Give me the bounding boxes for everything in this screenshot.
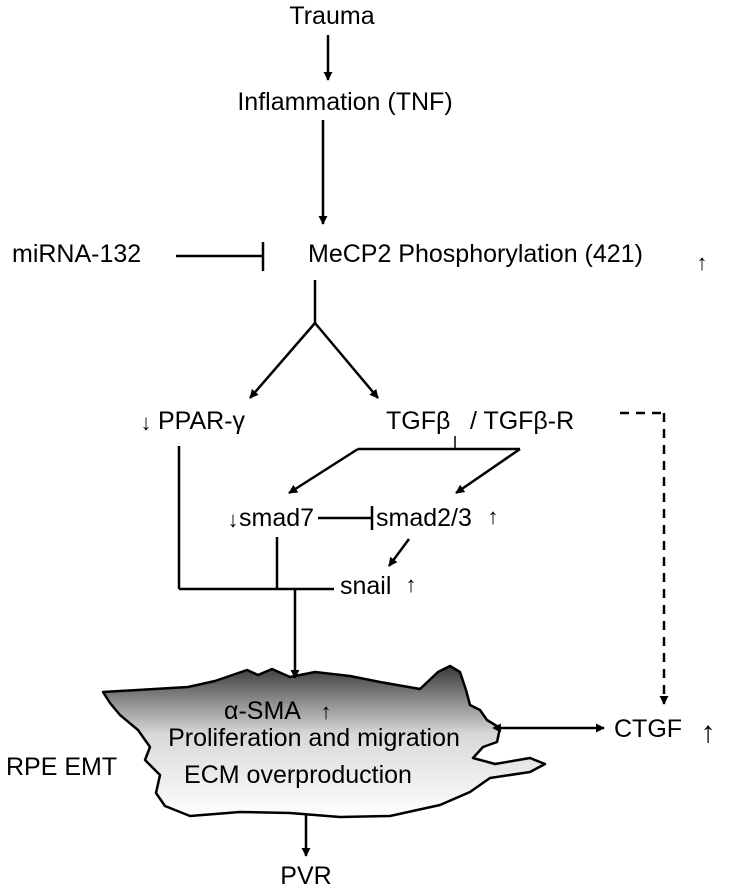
- ctgf-up-icon: ↑: [701, 716, 716, 749]
- rpe-cell-shape: [101, 664, 547, 819]
- asma-label: α-SMA: [224, 697, 301, 725]
- asma-up-icon: ↑: [321, 699, 332, 724]
- rpe-emt-label: RPE EMT: [6, 753, 117, 781]
- tgfbr-label: / TGFβ-R: [470, 407, 574, 435]
- trauma-label: Trauma: [289, 2, 374, 30]
- inflammation-label: Inflammation (TNF): [237, 88, 452, 116]
- mirna-label: miRNA-132: [12, 240, 141, 268]
- ppar-down-icon: ↓: [141, 410, 152, 435]
- smad7-label: smad7: [239, 504, 314, 532]
- arrow-tgfb-smad7: [288, 447, 359, 495]
- ecm-label: ECM overproduction: [184, 761, 412, 789]
- arrow-mecp2-ppar: [249, 322, 316, 399]
- mecp2-label: MeCP2 Phosphorylation (421): [308, 240, 643, 268]
- snail-label: snail: [340, 572, 391, 600]
- tgfb-label: TGFβ: [386, 407, 450, 435]
- ctgf-label: CTGF: [614, 715, 682, 743]
- smad23-label: smad2/3: [376, 504, 472, 532]
- pvr-label: PVR: [280, 862, 331, 888]
- arrow-tgfb-smad23: [455, 447, 521, 495]
- proliferation-label: Proliferation and migration: [168, 724, 460, 752]
- ppar-label: PPAR-γ: [158, 407, 246, 435]
- arrow-smad23-snail: [387, 538, 411, 567]
- snail-up-icon: ↑: [406, 572, 417, 597]
- smad7-down-icon: ↓: [228, 507, 239, 532]
- smad23-up-icon: ↑: [488, 504, 499, 529]
- arrow-mecp2-tgfb: [314, 322, 379, 399]
- mecp2-up-icon: ↑: [697, 250, 708, 275]
